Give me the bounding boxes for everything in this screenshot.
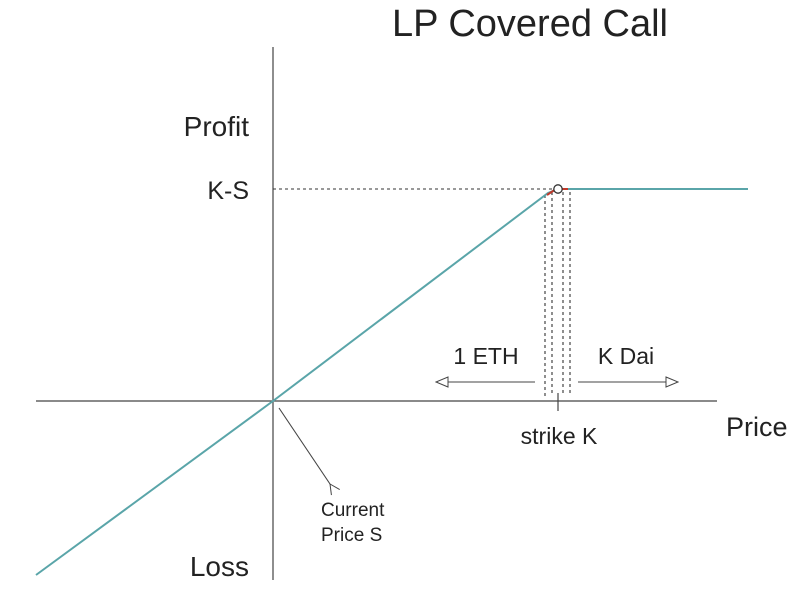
current-price-label-line1: Current <box>321 500 385 521</box>
current-price-arrow <box>278 407 330 484</box>
profit-label: Profit <box>184 111 250 142</box>
strike-point <box>553 184 563 194</box>
payoff-line <box>35 188 748 576</box>
diagram-title: LP Covered Call <box>392 3 668 45</box>
k-minus-s-label: K-S <box>207 177 249 205</box>
one-eth-label: 1 ETH <box>453 343 518 369</box>
current-price-label-line2: Price S <box>321 525 382 546</box>
price-label: Price <box>726 412 788 442</box>
loss-label: Loss <box>190 551 249 582</box>
k-dai-label: K Dai <box>598 343 654 369</box>
strike-label: strike K <box>521 423 598 449</box>
